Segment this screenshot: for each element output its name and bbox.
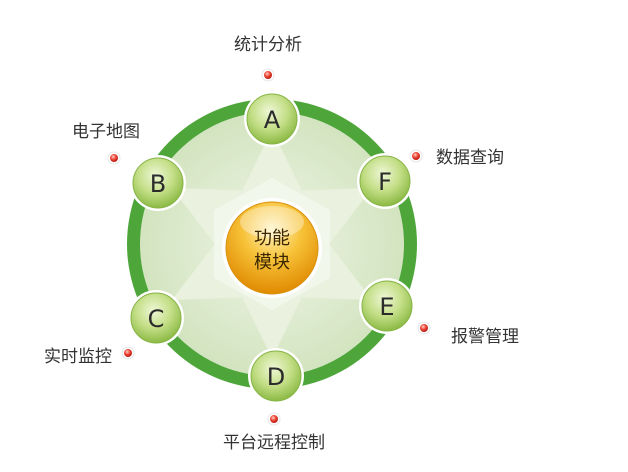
label-e[interactable]: 报警管理 [451,327,519,347]
node-f-letter: F [378,168,392,196]
node-c-letter: C [148,305,165,333]
bullet-c [121,346,135,360]
center-label-line1: 功能 [254,228,290,249]
node-b-letter: B [150,170,166,198]
node-a-letter: A [264,106,281,134]
bullet-f [409,149,423,163]
bullet-d [267,412,281,426]
bullet-a [261,68,275,82]
label-b[interactable]: 电子地图 [72,122,140,142]
label-a[interactable]: 统计分析 [234,35,302,55]
label-f[interactable]: 数据查询 [436,148,504,168]
center-label-line2: 模块 [254,252,290,273]
node-e[interactable]: E [359,278,415,334]
node-d[interactable]: D [248,348,304,404]
bullet-e [417,321,431,335]
node-a[interactable]: A [244,91,300,147]
node-b[interactable]: B [130,155,186,211]
node-e-letter: E [379,293,394,321]
node-f[interactable]: F [357,153,413,209]
node-c[interactable]: C [128,290,184,346]
bullet-b [107,151,121,165]
center-module: 功能 模块 [222,198,322,298]
label-d[interactable]: 平台远程控制 [223,433,325,453]
node-d-letter: D [267,363,285,391]
label-c[interactable]: 实时监控 [44,347,112,367]
